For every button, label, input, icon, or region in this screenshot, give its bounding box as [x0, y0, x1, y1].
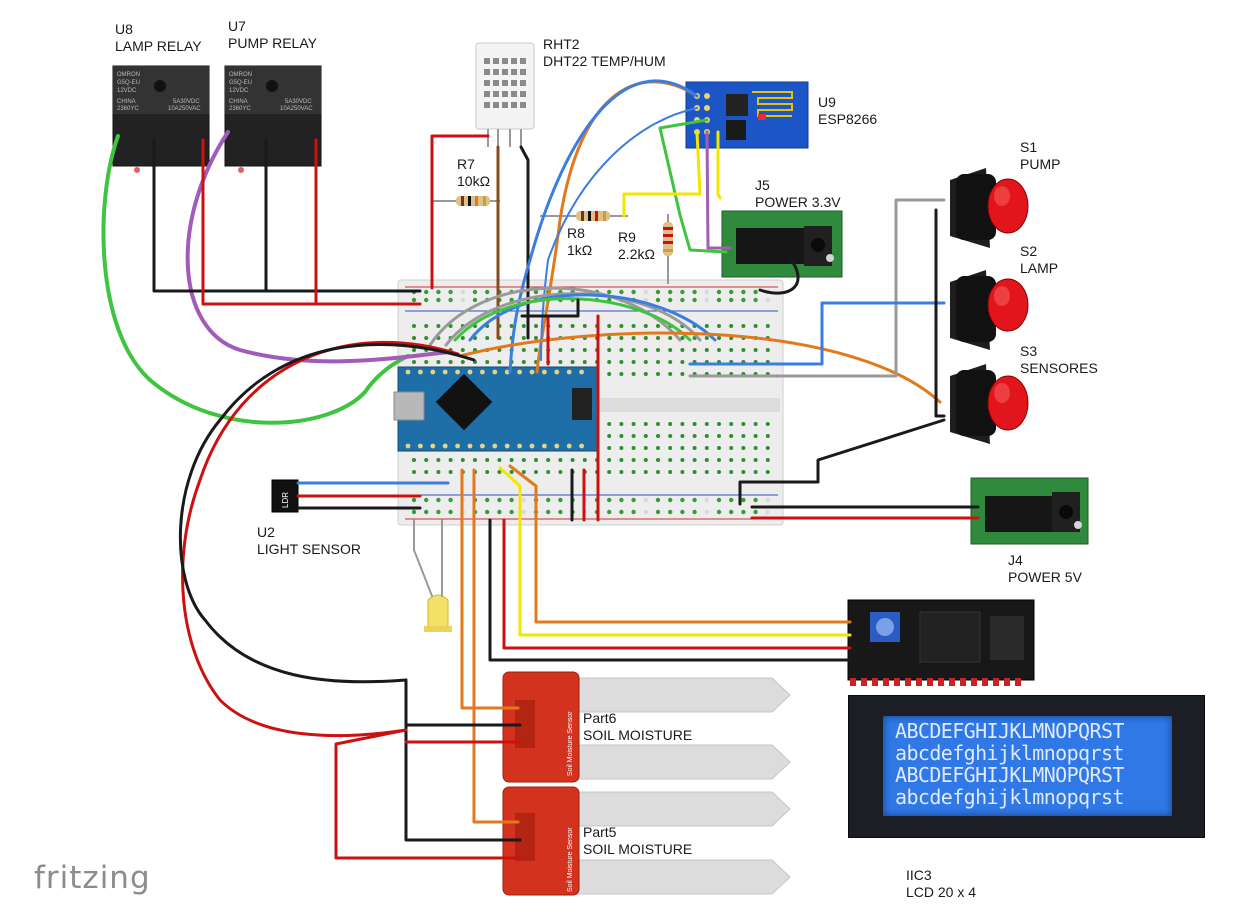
j5-ref: J5	[755, 177, 770, 193]
s3-name: SENSORES	[1020, 360, 1098, 376]
r9-label: R9 2.2kΩ	[618, 229, 655, 263]
lcd-20x4: ABCDEFGHIJKLMNOPQRST abcdefghijklmnopqrs…	[848, 695, 1205, 838]
pump-button	[950, 168, 1029, 248]
power-jack-3v3	[721, 210, 843, 278]
dht22-sensor	[475, 42, 535, 147]
j5-name: POWER 3.3V	[755, 194, 841, 210]
s3-ref: S3	[1020, 343, 1038, 359]
u2-ref: U2	[257, 524, 275, 540]
svg-text:5A30VDC: 5A30VDC	[285, 99, 312, 105]
lcd-line-3: ABCDEFGHIJKLMNOPQRST	[895, 763, 1124, 787]
u9-ref: U9	[818, 94, 836, 110]
lamp-relay: OMRON G5Q-EU 12VDC CHINA 2360YC 5A30VDC …	[112, 65, 210, 173]
r7-ref: R7	[457, 156, 475, 172]
lcd-line-1: ABCDEFGHIJKLMNOPQRST	[895, 719, 1124, 743]
fritzing-logo: fritzing	[34, 860, 151, 896]
u2-name: LIGHT SENSOR	[257, 541, 361, 557]
s1-label: S1 PUMP	[1020, 139, 1060, 173]
r7-value: 10kΩ	[457, 173, 491, 189]
rht2-name: DHT22 TEMP/HUM	[543, 53, 666, 69]
j4-label: J4 POWER 5V	[1008, 552, 1082, 586]
s1-ref: S1	[1020, 139, 1038, 155]
lamp-button	[950, 270, 1029, 350]
u7-name: PUMP RELAY	[228, 35, 317, 51]
svg-text:CHINA: CHINA	[229, 99, 248, 105]
u9-name: ESP8266	[818, 111, 878, 127]
r8-ref: R8	[567, 225, 585, 241]
u8-name: LAMP RELAY	[115, 38, 202, 54]
pump-relay: OMRON G5Q-EU 12VDC CHINA 2360YC 5A30VDC …	[224, 65, 322, 173]
u8-ref: U8	[115, 21, 133, 37]
r7-label: R7 10kΩ	[457, 156, 490, 190]
svg-text:2360YC: 2360YC	[117, 106, 139, 112]
part6-ref: Part6	[583, 710, 617, 726]
wires	[101, 79, 980, 860]
resistor-r8	[540, 211, 628, 221]
j5-label: J5 POWER 3.3V	[755, 177, 841, 211]
iic3-label: IIC3 LCD 20 x 4	[906, 867, 976, 901]
svg-text:Soil Moisture Sensor: Soil Moisture Sensor	[567, 711, 574, 776]
part5-label: Part5 SOIL MOISTURE	[583, 824, 692, 858]
u7-label: U7 PUMP RELAY	[228, 18, 317, 52]
svg-text:OMRON: OMRON	[117, 72, 140, 78]
lcd-screen: ABCDEFGHIJKLMNOPQRST abcdefghijklmnopqrs…	[883, 716, 1172, 816]
lcd-line-2: abcdefghijklmnopqrst	[895, 741, 1124, 765]
u9-label: U9 ESP8266	[818, 94, 877, 128]
svg-text:G5Q-EU: G5Q-EU	[229, 80, 252, 86]
rht2-ref: RHT2	[543, 36, 580, 52]
svg-text:Soil Moisture Sensor: Soil Moisture Sensor	[567, 827, 574, 892]
sensores-button	[950, 364, 1029, 444]
svg-text:LDR: LDR	[281, 492, 290, 508]
part6-name: SOIL MOISTURE	[583, 727, 693, 743]
yellow-led	[424, 594, 452, 632]
svg-text:OMRON: OMRON	[229, 72, 252, 78]
arduino-nano	[393, 366, 600, 452]
resistor-r7	[432, 196, 500, 206]
u2-label: U2 LIGHT SENSOR	[257, 524, 361, 558]
s2-name: LAMP	[1020, 260, 1059, 276]
svg-text:12VDC: 12VDC	[117, 88, 137, 94]
svg-text:CHINA: CHINA	[117, 99, 136, 105]
r8-value: 1kΩ	[567, 242, 593, 258]
iic3-ref: IIC3	[906, 867, 932, 883]
u7-ref: U7	[228, 18, 246, 34]
s1-name: PUMP	[1020, 156, 1061, 172]
j4-ref: J4	[1008, 552, 1023, 568]
i2c-backpack	[847, 599, 1035, 686]
power-jack-5v	[970, 477, 1089, 545]
part5-ref: Part5	[583, 824, 617, 840]
r9-ref: R9	[618, 229, 636, 245]
resistor-r9	[663, 214, 673, 284]
soil-sensor-part6: Soil Moisture Sensor	[502, 671, 791, 783]
soil-sensor-part5: Soil Moisture Sensor	[502, 786, 791, 896]
j4-name: POWER 5V	[1008, 569, 1082, 585]
iic3-name: LCD 20 x 4	[906, 884, 977, 900]
svg-text:5A30VDC: 5A30VDC	[173, 99, 200, 105]
rht2-label: RHT2 DHT22 TEMP/HUM	[543, 36, 666, 70]
s3-label: S3 SENSORES	[1020, 343, 1098, 377]
ldr-sensor: LDR	[271, 479, 299, 513]
svg-text:12VDC: 12VDC	[229, 88, 249, 94]
s2-ref: S2	[1020, 243, 1038, 259]
r8-label: R8 1kΩ	[567, 225, 592, 259]
svg-text:10A250VAC: 10A250VAC	[280, 106, 313, 112]
u8-label: U8 LAMP RELAY	[115, 21, 202, 55]
svg-text:G5Q-EU: G5Q-EU	[117, 80, 140, 86]
esp8266-module	[685, 81, 809, 149]
s2-label: S2 LAMP	[1020, 243, 1058, 277]
r9-value: 2.2kΩ	[618, 246, 655, 262]
lcd-line-4: abcdefghijklmnopqrst	[895, 785, 1124, 809]
svg-text:10A250VAC: 10A250VAC	[168, 106, 201, 112]
part5-name: SOIL MOISTURE	[583, 841, 693, 857]
svg-text:2360YC: 2360YC	[229, 106, 251, 112]
part6-label: Part6 SOIL MOISTURE	[583, 710, 692, 744]
